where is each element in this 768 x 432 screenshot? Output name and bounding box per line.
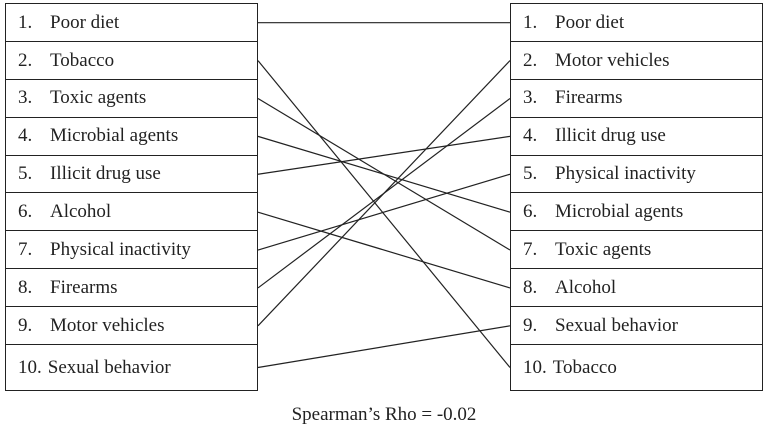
connector-line <box>257 135 511 175</box>
right-item-4: 4. Illicit drug use <box>510 116 763 157</box>
item-label: Poor diet <box>555 11 625 33</box>
item-label: Alcohol <box>50 201 112 223</box>
item-label: Microbial agents <box>555 201 684 223</box>
right-item-2: 2. Motor vehicles <box>510 40 763 81</box>
left-item-8: 8. Firearms <box>5 268 258 308</box>
rank-number: 10. <box>523 356 547 378</box>
rank-number: 8. <box>523 276 538 298</box>
item-label: Motor vehicles <box>50 314 165 336</box>
left-item-10: 10.Sexual behavior <box>5 344 258 392</box>
item-label: Illicit drug use <box>50 163 161 185</box>
item-label: Firearms <box>50 276 118 298</box>
rank-number: 6. <box>18 201 33 223</box>
rank-number: 9. <box>523 314 538 336</box>
item-label: Sexual behavior <box>47 356 171 378</box>
item-label: Alcohol <box>555 276 617 298</box>
item-label: Tobacco <box>552 356 617 378</box>
left-item-9: 9. Motor vehicles <box>5 306 258 346</box>
right-item-1: 1. Poor diet <box>510 3 763 43</box>
left-item-2: 2. Tobacco <box>5 40 258 81</box>
rank-number: 1. <box>523 11 538 33</box>
right-item-10: 10.Tobacco <box>510 344 763 392</box>
left-item-1: 1. Poor diet <box>5 3 258 43</box>
rank-number: 2. <box>523 49 538 71</box>
right-item-6: 6. Microbial agents <box>510 192 763 232</box>
rank-number: 5. <box>523 163 538 185</box>
right-ranking-list: 1.Poor diet 2.Motor vehicles 3.Firearms … <box>510 3 763 392</box>
rank-number: 10. <box>18 356 42 378</box>
rank-number: 6. <box>523 201 538 223</box>
rank-number: 9. <box>18 314 33 336</box>
right-item-9: 9. Sexual behavior <box>510 306 763 346</box>
item-label: Illicit drug use <box>555 125 666 147</box>
right-item-7: 7. Toxic agents <box>510 230 763 270</box>
rank-number: 7. <box>18 239 33 261</box>
connector-line <box>257 211 511 289</box>
item-label: Toxic agents <box>555 239 652 261</box>
item-label: Microbial agents <box>50 125 179 147</box>
spearman-caption: Spearman’s Rho = -0.02 <box>291 404 477 425</box>
left-item-7: 7. Physical inactivity <box>5 230 258 270</box>
item-label: Firearms <box>555 87 623 109</box>
item-label: Physical inactivity <box>50 239 191 261</box>
rank-number: 4. <box>18 125 33 147</box>
right-item-8: 8. Alcohol <box>510 268 763 308</box>
item-label: Toxic agents <box>50 87 147 109</box>
connector-line <box>257 60 511 327</box>
connector-line <box>257 173 511 251</box>
right-item-5: 5. Physical inactivity <box>510 154 763 194</box>
right-item-3: 3. Firearms <box>510 78 763 119</box>
rank-number: 5. <box>18 163 33 185</box>
connector-line <box>257 97 511 289</box>
item-label: Physical inactivity <box>555 163 696 185</box>
left-ranking-list: 1. Poor diet 2. Tobacco 3. Toxic agents 4. M… <box>5 3 258 392</box>
left-item-3: 3. Toxic agents <box>5 78 258 119</box>
connector-line <box>257 135 511 213</box>
rank-number: 3. <box>18 87 33 109</box>
connector-line <box>257 325 511 369</box>
item-label: Tobacco <box>50 49 115 71</box>
rank-number: 4. <box>523 125 538 147</box>
item-label: Sexual behavior <box>555 314 678 336</box>
item-label: Motor vehicles <box>555 49 670 71</box>
connector-line <box>257 97 511 251</box>
left-item-6: 6. Alcohol <box>5 192 258 232</box>
rank-number: 3. <box>523 87 538 109</box>
rank-number: 8. <box>18 276 33 298</box>
rank-number: 1. <box>18 11 33 33</box>
left-item-5: 5. Illicit drug use <box>5 154 258 194</box>
rank-number: 7. <box>523 239 538 261</box>
rank-number: 2. <box>18 49 33 71</box>
connector-line <box>257 60 511 368</box>
item-label: Poor diet <box>50 11 120 33</box>
left-item-4: 4. Microbial agents <box>5 116 258 157</box>
